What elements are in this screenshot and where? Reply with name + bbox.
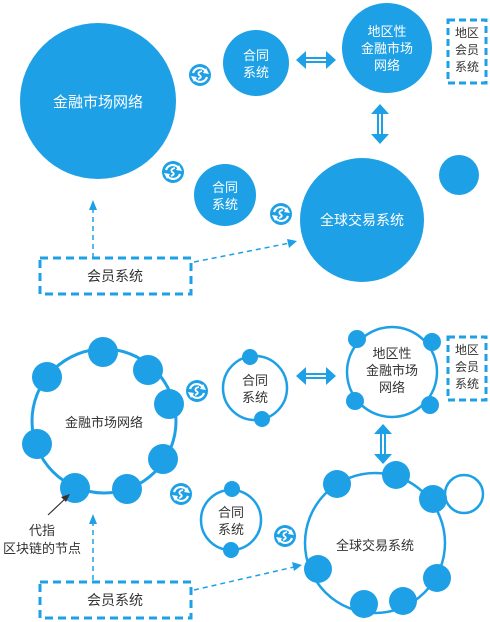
blockchain-node xyxy=(133,355,163,385)
regional-member-line2: 会员 xyxy=(455,43,479,57)
blockchain-nodes xyxy=(22,337,184,504)
regional-member-line3: 系统 xyxy=(455,60,479,74)
blockchain-node xyxy=(242,349,258,365)
contract-upper-node xyxy=(223,30,289,96)
contract-lower-line1: 合同 xyxy=(218,506,244,521)
member-system-box xyxy=(38,256,193,296)
financial-network-node xyxy=(20,23,176,179)
regional-member-line1: 地区 xyxy=(455,26,479,40)
member-to-global-connector xyxy=(193,566,295,591)
contract-lower-node xyxy=(194,164,256,226)
global-trading-label: 全球交易系统 xyxy=(336,538,414,554)
double-arrow-icon xyxy=(374,424,392,464)
arrow-head-icon xyxy=(89,200,97,210)
double-arrow-icon xyxy=(296,51,336,69)
arrow-head-icon xyxy=(61,494,70,502)
regional-market-node xyxy=(342,3,432,93)
global-trading-label: 全球交易系统 xyxy=(320,212,404,229)
blockchain-node xyxy=(254,411,270,427)
blockchain-node xyxy=(382,461,410,489)
contract-upper-line2: 系统 xyxy=(242,391,268,406)
contract-lower-line2: 系统 xyxy=(218,523,244,538)
blockchain-node xyxy=(323,470,351,498)
blockchain-node xyxy=(348,330,366,348)
financial-network-label: 金融市场网络 xyxy=(65,415,143,431)
contract-upper-line2: 系统 xyxy=(243,66,269,81)
blockchain-node xyxy=(419,485,447,513)
blockchain-node xyxy=(346,392,364,410)
blockchain-node xyxy=(389,587,417,615)
regional-member-line3: 系统 xyxy=(455,377,479,391)
regional-market-ring xyxy=(345,325,439,419)
arrow-head-icon xyxy=(287,239,297,248)
arrow-head-icon xyxy=(89,514,97,524)
regional-market-line1: 地区性 xyxy=(367,25,406,40)
exchange-cycle-icon xyxy=(184,378,210,404)
double-arrow-icon xyxy=(371,104,389,144)
blockchain-node xyxy=(224,481,240,497)
top-diagram: 金融市场网络 合同 系统 地区性 金融市场 网络 地区 会员 系统 xyxy=(20,3,488,296)
small-ring xyxy=(443,473,485,515)
blockchain-node xyxy=(112,474,142,504)
contract-lower-line2: 系统 xyxy=(212,198,238,213)
exchange-cycle-icon xyxy=(168,481,194,507)
regional-market-line3: 网络 xyxy=(374,58,400,74)
regional-market-line3: 网络 xyxy=(379,380,405,396)
contract-lower-line1: 合同 xyxy=(212,181,238,196)
regional-member-box xyxy=(446,335,488,402)
member-system-label: 会员系统 xyxy=(87,269,143,285)
blockchain-node xyxy=(148,444,178,474)
node-note-connector xyxy=(47,497,67,516)
bottom-diagram: 金融市场网络 代指 区块链的节点 合同 系统 地区性 金融市场 网络 xyxy=(3,325,488,620)
double-arrow-icon xyxy=(296,367,336,385)
node-note-line1: 代指 xyxy=(29,524,55,539)
blockchain-node xyxy=(421,396,439,414)
exchange-cycle-icon xyxy=(187,62,213,88)
contract-upper-line1: 合同 xyxy=(243,49,269,64)
blockchain-node xyxy=(350,590,378,618)
regional-market-line2: 金融市场 xyxy=(361,41,413,57)
global-trading-node xyxy=(300,158,424,282)
regional-member-line2: 会员 xyxy=(455,360,479,374)
blockchain-node xyxy=(304,555,332,583)
regional-member-line1: 地区 xyxy=(455,343,479,357)
global-trading-ring xyxy=(303,471,447,615)
blockchain-node xyxy=(32,362,62,392)
blockchain-node xyxy=(154,389,184,419)
blockchain-node xyxy=(423,333,441,351)
blockchain-node xyxy=(423,564,451,592)
exchange-cycle-icon xyxy=(272,523,298,549)
regional-member-box xyxy=(446,18,488,85)
financial-network-label: 金融市场网络 xyxy=(53,93,143,111)
blockchain-nodes xyxy=(304,461,451,618)
exchange-cycle-icon xyxy=(268,201,294,227)
blockchain-node xyxy=(22,429,52,459)
member-to-global-connector xyxy=(193,242,291,263)
contract-upper-line1: 合同 xyxy=(242,374,268,389)
regional-market-line2: 金融市场 xyxy=(366,363,418,379)
node-note-line2: 区块链的节点 xyxy=(3,541,81,557)
blockchain-node xyxy=(223,542,239,558)
blockchain-node xyxy=(88,337,118,367)
regional-market-line1: 地区性 xyxy=(372,347,411,362)
member-system-label: 会员系统 xyxy=(87,593,143,609)
exchange-cycle-icon xyxy=(160,159,186,185)
arrow-head-icon xyxy=(292,562,302,571)
small-node xyxy=(439,155,479,195)
member-system-box xyxy=(38,580,193,620)
